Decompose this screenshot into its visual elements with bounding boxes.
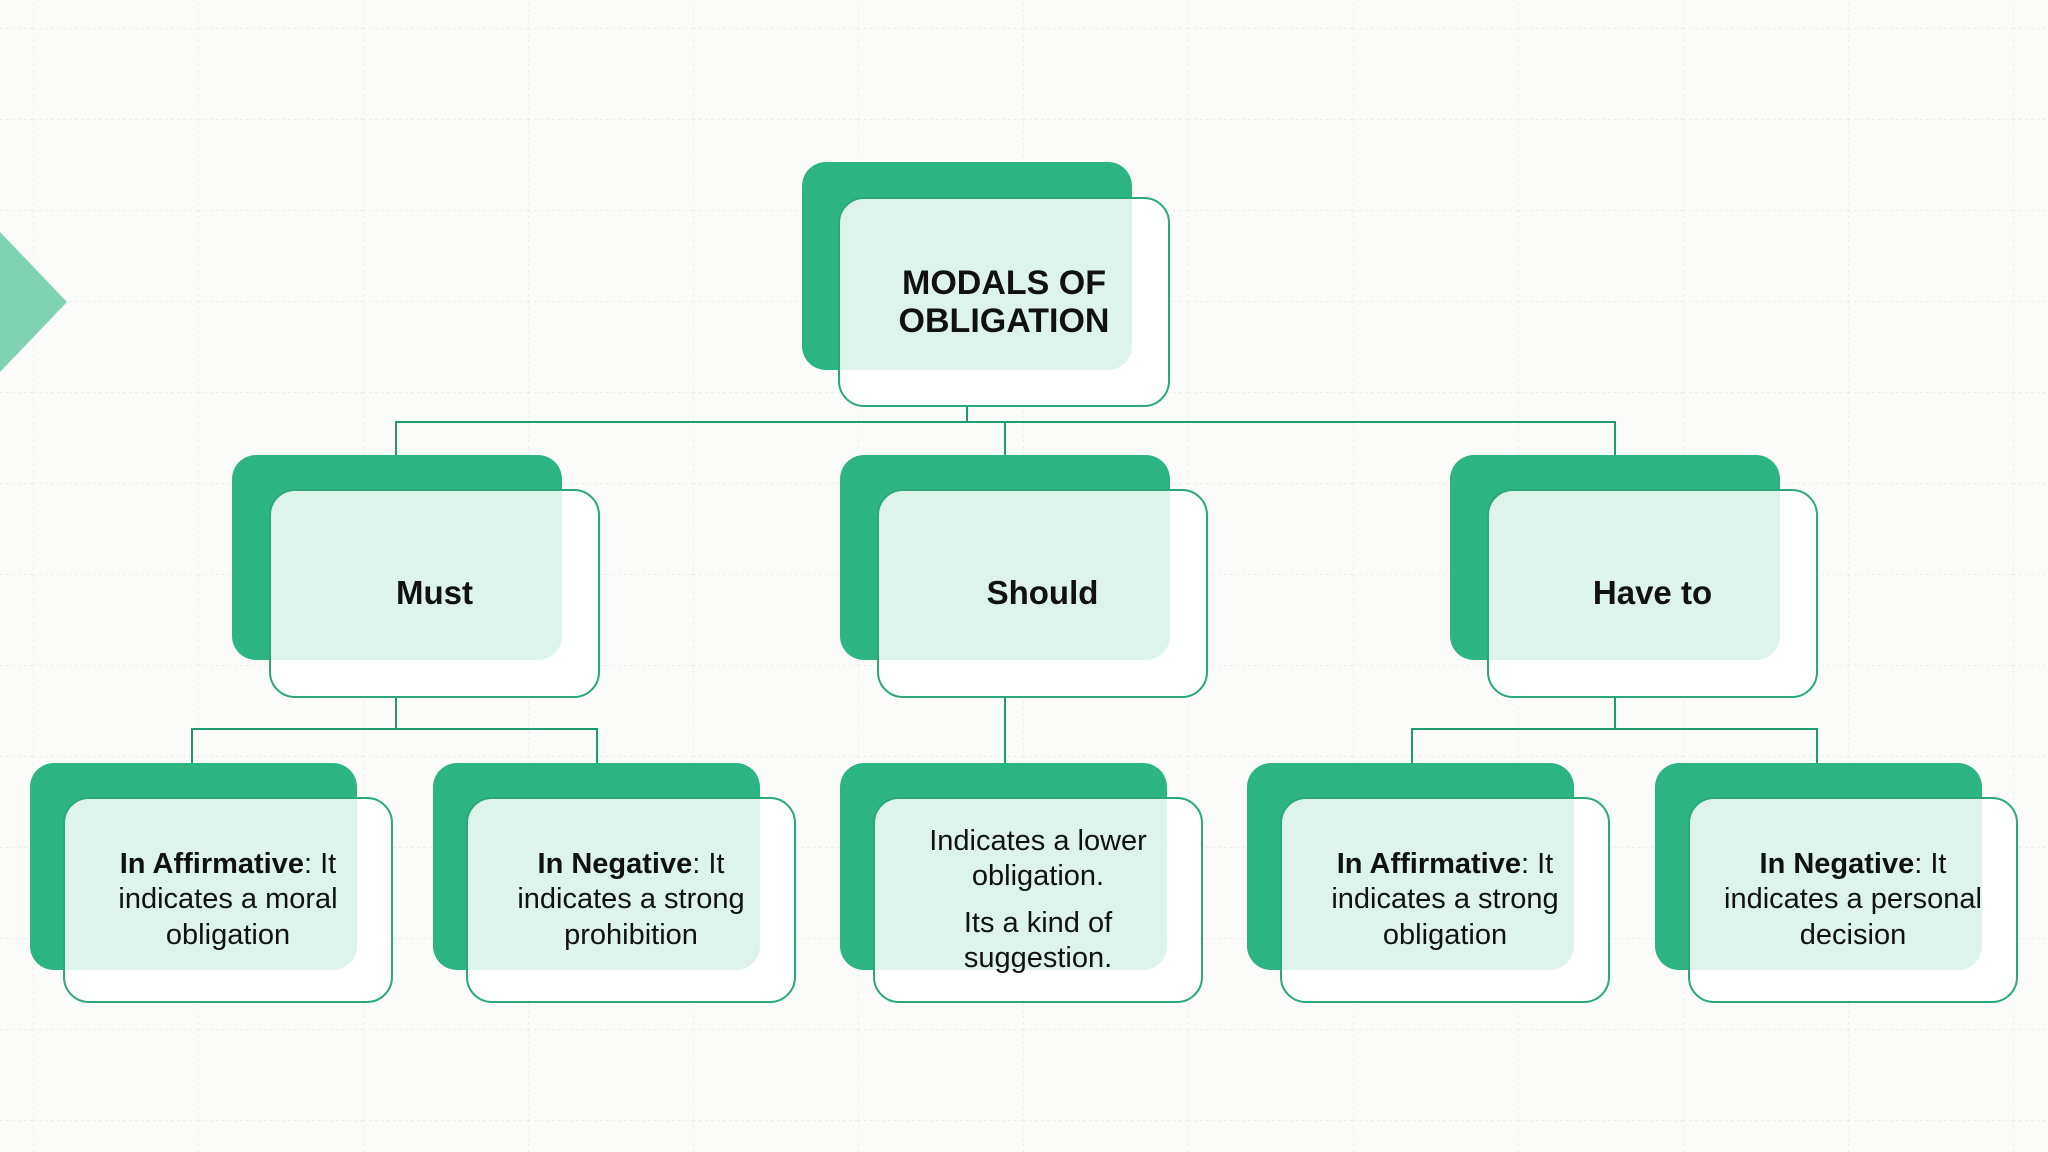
branch-title: Should [986,574,1099,612]
child-text-lead: In Negative [1759,847,1915,880]
card-front: In Negative: It indicates a strong prohi… [466,797,796,1003]
card-front: Indicates a lower obligation. Its a kind… [873,797,1203,1003]
left-accent-triangle-icon [0,232,67,372]
connector-line [1614,698,1616,730]
card-front: In Affirmative: It indicates a moral obl… [63,797,393,1003]
child-text: In Affirmative: It indicates a moral obl… [87,847,369,953]
child-text-line: Its a kind of suggestion. [963,907,1113,974]
connector-line [191,728,193,765]
card-front: In Negative: It indicates a personal dec… [1688,797,2018,1003]
card-front: In Affirmative: It indicates a strong ob… [1280,797,1610,1003]
child-text-lead: In Affirmative [1336,847,1521,880]
card-front: Have to [1487,489,1818,698]
connector-line [395,698,397,730]
connector-line [1004,421,1006,457]
card-front: MODALS OF OBLIGATION [838,197,1170,407]
card-front: Must [269,489,600,698]
card-front: Should [877,489,1208,698]
child-text-lead: In Affirmative [119,847,304,880]
connector-line [966,407,968,423]
child-text: In Negative: It indicates a personal dec… [1712,847,1994,953]
child-text-rest: : It indicates a strong prohibition [517,847,745,951]
branch-title: Must [396,574,473,612]
child-text-lead: In Negative [537,847,693,880]
connector-line [1816,728,1818,765]
child-text: In Affirmative: It indicates a strong ob… [1304,847,1586,953]
child-text-rest: : It indicates a personal decision [1724,847,1982,951]
connector-line [1614,421,1616,457]
connector-line [1411,728,1413,765]
connector-line [1004,698,1006,765]
connector-line [1411,728,1818,730]
connector-line [191,728,598,730]
root-title: MODALS OF OBLIGATION [898,263,1110,340]
branch-title: Have to [1592,574,1713,612]
child-text-line: Indicates a lower obligation. [929,825,1147,893]
connector-line [395,421,397,457]
connector-line [596,728,598,765]
child-text: In Negative: It indicates a strong prohi… [490,847,772,953]
child-text-rest: : It indicates a moral obligation [118,847,338,951]
child-text-rest: : It indicates a strong obligation [1331,847,1559,951]
